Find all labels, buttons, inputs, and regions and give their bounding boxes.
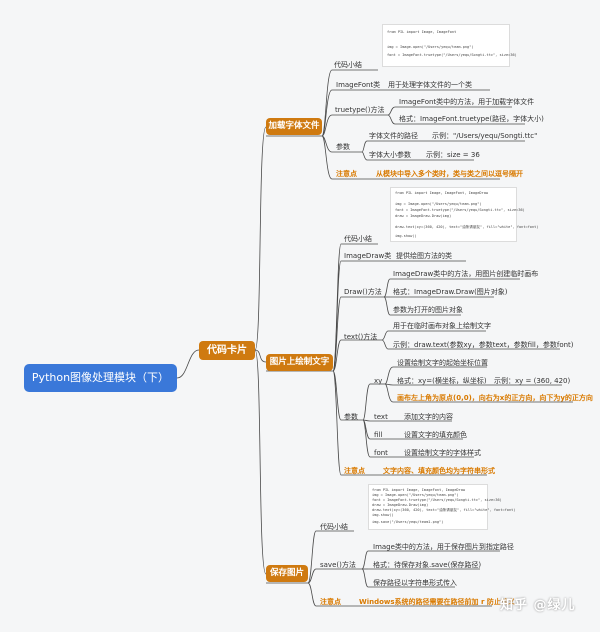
draw-method-desc: ImageDraw类中的方法，用图片创建临时画布 bbox=[393, 270, 539, 278]
code-line: font = ImageFont.truetype("/Users/yequ/S… bbox=[387, 53, 517, 57]
font-desc: 设置绘制文字的字体样式 bbox=[404, 449, 481, 457]
code-thumbnail-save: from PIL import Image, ImageFont, ImageD… bbox=[368, 484, 515, 530]
font-note-label[interactable]: 注意点 bbox=[336, 170, 357, 178]
text-method-desc: 用于在临时画布对象上绘制文字 bbox=[393, 322, 491, 330]
code-line: font = ImageFont.truetype("/Users/yequ/S… bbox=[395, 208, 525, 212]
imagedraw-class[interactable]: ImageDraw类 bbox=[344, 252, 392, 260]
font-params[interactable]: 参数 bbox=[336, 143, 350, 151]
save-method-desc: Image类中的方法，用于保存图片到指定路径 bbox=[373, 543, 514, 551]
category-load-font[interactable]: 加载字体文件 bbox=[266, 118, 322, 135]
hub-node[interactable]: 代码卡片 bbox=[199, 341, 255, 360]
xy-format: 格式：xy=(横坐标，纵坐标) bbox=[397, 377, 487, 385]
code-thumbnail-font: from PIL import Image, ImageFont img = I… bbox=[382, 24, 517, 67]
code-line: img.show() bbox=[395, 234, 417, 238]
font-note-text: 从模块中导入多个类时，类与类之间以逗号隔开 bbox=[376, 170, 523, 178]
xy-example: 示例：xy = (360, 420) bbox=[494, 377, 571, 385]
draw-params[interactable]: 参数 bbox=[344, 413, 358, 421]
code-line: from PIL import Image, ImageFont, ImageD… bbox=[395, 191, 489, 195]
text-method-example: 示例：draw.text(参数xy，参数text，参数fill，参数font) bbox=[393, 341, 574, 349]
code-line: draw = ImageDraw.Draw(img) bbox=[372, 503, 429, 507]
param-text[interactable]: text bbox=[374, 413, 388, 421]
text-desc: 添加文字的内容 bbox=[404, 413, 453, 421]
imagefont-desc: 用于处理字体文件的一个类 bbox=[388, 81, 472, 89]
param-size: 字体大小参数 bbox=[369, 151, 411, 159]
truetype-desc: ImageFont类中的方法，用于加载字体文件 bbox=[399, 98, 535, 106]
draw-method-format: 格式：ImageDraw.Draw(图片对象) bbox=[393, 288, 508, 296]
code-line: img.show() bbox=[372, 513, 394, 517]
param-path: 字体文件的路径 bbox=[369, 132, 418, 140]
text-method[interactable]: text()方法 bbox=[344, 333, 378, 341]
code-line: img = Image.open("/Users/yequ/team.png") bbox=[395, 202, 482, 206]
imagedraw-desc: 提供绘图方法的类 bbox=[396, 252, 452, 260]
save-summary[interactable]: 代码小结 bbox=[320, 523, 348, 531]
code-line: draw.text(xy=(360, 420), text="油条请朋友", f… bbox=[395, 225, 539, 229]
code-line: img.save("/Users/yequ/team1.png") bbox=[372, 520, 444, 524]
draw-note-label[interactable]: 注意点 bbox=[344, 467, 365, 475]
category-draw-text[interactable]: 图片上绘制文字 bbox=[266, 354, 333, 371]
code-line: from PIL import Image, ImageFont bbox=[387, 30, 457, 34]
code-line: font = ImageFont.truetype("/Users/yequ/S… bbox=[372, 498, 502, 502]
draw-summary[interactable]: 代码小结 bbox=[344, 235, 372, 243]
param-font[interactable]: font bbox=[374, 449, 388, 457]
xy-note: 画布左上角为原点(0,0)，向右为x的正方向，向下为y的正方向 bbox=[397, 394, 593, 402]
draw-method-param: 参数为打开的图片对象 bbox=[393, 306, 463, 314]
param-size-example: 示例：size = 36 bbox=[426, 151, 480, 159]
save-method[interactable]: save()方法 bbox=[320, 561, 356, 569]
font-summary[interactable]: 代码小结 bbox=[334, 61, 362, 69]
code-line: img = Image.open("/Users/yequ/team.png") bbox=[372, 493, 459, 497]
save-note-label[interactable]: 注意点 bbox=[320, 598, 341, 606]
code-line: draw = ImageDraw.Draw(img) bbox=[395, 214, 452, 218]
param-path-example: 示例："/Users/yequ/Songti.ttc" bbox=[432, 132, 538, 140]
code-line: draw.text(xy=(360, 420), text="油条请朋友", f… bbox=[372, 508, 516, 512]
code-line: from PIL import Image, ImageFont, ImageD… bbox=[372, 488, 466, 492]
param-fill[interactable]: fill bbox=[374, 431, 383, 439]
draw-method[interactable]: Draw()方法 bbox=[344, 288, 382, 296]
watermark: 知乎 @绿儿 bbox=[500, 598, 576, 613]
param-xy[interactable]: xy bbox=[374, 377, 383, 385]
truetype-method[interactable]: truetype()方法 bbox=[335, 106, 385, 114]
xy-desc: 设置绘制文字的起始坐标位置 bbox=[397, 359, 488, 367]
code-thumbnail-draw: from PIL import Image, ImageFont, ImageD… bbox=[390, 187, 538, 242]
root-node[interactable]: Python图像处理模块（下） bbox=[24, 364, 177, 392]
truetype-format: 格式：ImageFont.truetype(路径，字体大小) bbox=[399, 115, 544, 123]
save-method-format: 格式：待保存对象.save(保存路径) bbox=[373, 561, 482, 569]
save-method-path: 保存路径以字符串形式传入 bbox=[373, 579, 457, 587]
draw-note-text: 文字内容、填充颜色均为字符串形式 bbox=[383, 467, 495, 475]
imagefont-class[interactable]: ImageFont类 bbox=[336, 81, 381, 89]
category-save-image[interactable]: 保存图片 bbox=[266, 565, 308, 582]
fill-desc: 设置文字的填充颜色 bbox=[404, 431, 467, 439]
save-note-text: Windows系统的路径需要在路径前加 r 防止转义 bbox=[359, 598, 515, 606]
code-line: img = Image.open("/Users/yequ/team.png") bbox=[387, 45, 474, 49]
